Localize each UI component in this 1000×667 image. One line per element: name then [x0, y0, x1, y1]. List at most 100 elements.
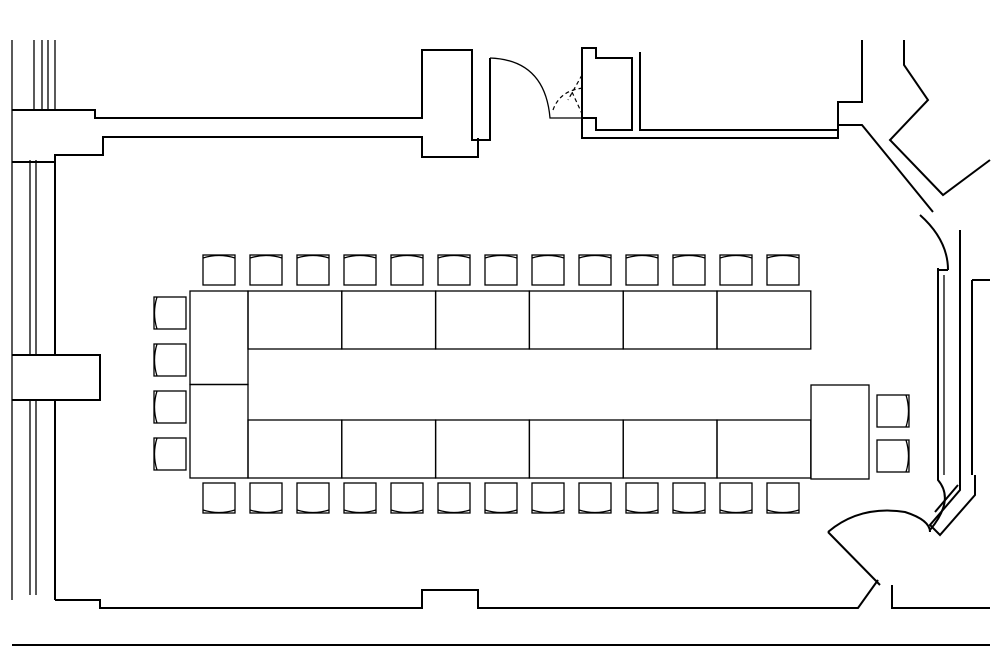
- chair-top-10-seat: [625, 254, 659, 286]
- chair-bottom-1-seat: [202, 482, 236, 514]
- chair-top-2-seat: [249, 254, 283, 286]
- table-top-5: [622, 290, 718, 350]
- chair-bottom-2: [249, 482, 283, 514]
- chair-bottom-13-seat: [766, 482, 800, 514]
- chair-top-1-back: [202, 254, 236, 259]
- chair-top-13: [766, 254, 800, 286]
- bottom-right-door-leaf: [827, 531, 881, 586]
- right-wall-arc: [919, 214, 949, 271]
- chair-bottom-10-back: [625, 509, 659, 514]
- chair-left-1-seat: [153, 296, 187, 330]
- chair-top-12-seat: [719, 254, 753, 286]
- bottom-wall-right: [891, 585, 990, 609]
- chair-bottom-9-back: [578, 509, 612, 514]
- top-door-swing: [489, 57, 582, 119]
- chair-bottom-10: [625, 482, 659, 514]
- room-walls: [11, 40, 991, 646]
- tables: [189, 290, 870, 480]
- chair-bottom-9-seat: [578, 482, 612, 514]
- chair-bottom-8: [531, 482, 565, 514]
- left-window-lower: [29, 160, 37, 595]
- chair-bottom-11-back: [672, 509, 706, 514]
- chair-bottom-6-seat: [437, 482, 471, 514]
- chair-bottom-6: [437, 482, 471, 514]
- table-top-2: [341, 290, 437, 350]
- table-head-2: [189, 383, 249, 479]
- chair-top-12: [719, 254, 753, 286]
- chair-top-7: [484, 254, 518, 286]
- chair-bottom-9: [578, 482, 612, 514]
- chair-top-1: [202, 254, 236, 286]
- chair-left-4: [153, 437, 187, 471]
- chair-top-8: [531, 254, 565, 286]
- table-top-4: [528, 290, 624, 350]
- chair-left-3-back: [153, 390, 158, 424]
- chair-top-13-back: [766, 254, 800, 259]
- chair-bottom-4: [343, 482, 377, 514]
- chair-left-3: [153, 390, 187, 424]
- chair-bottom-5-back: [390, 509, 424, 514]
- chair-top-9: [578, 254, 612, 286]
- chair-bottom-8-back: [531, 509, 565, 514]
- chair-left-4-back: [153, 437, 158, 471]
- chair-top-10-back: [625, 254, 659, 259]
- chair-top-4: [343, 254, 377, 286]
- chair-bottom-1: [202, 482, 236, 514]
- table-top-3: [434, 290, 531, 350]
- right-wall-inner: [929, 268, 948, 531]
- chair-top-3-seat: [296, 254, 330, 286]
- right-wall-far: [928, 230, 990, 537]
- chair-right-1-back: [905, 394, 910, 428]
- chair-top-6-back: [437, 254, 471, 259]
- chair-bottom-11: [672, 482, 706, 514]
- chair-right-1: [876, 394, 910, 428]
- chair-top-11-seat: [672, 254, 706, 286]
- chair-right-2: [876, 439, 910, 473]
- chair-left-1-back: [153, 296, 158, 330]
- chair-top-12-back: [719, 254, 753, 259]
- chair-top-3-back: [296, 254, 330, 259]
- chair-bottom-12-seat: [719, 482, 753, 514]
- chair-bottom-6-back: [437, 509, 471, 514]
- table-bottom-6: [716, 419, 812, 479]
- chair-left-2-seat: [153, 343, 187, 377]
- chair-top-13-seat: [766, 254, 800, 286]
- double-door-swing: [552, 74, 585, 119]
- bottom-right-door-swing: [827, 509, 931, 533]
- chair-bottom-2-seat: [249, 482, 283, 514]
- top-right-wall: [581, 47, 633, 131]
- table-bottom-5: [622, 419, 718, 479]
- table-bottom-1: [247, 419, 343, 479]
- chair-bottom-1-back: [202, 509, 236, 514]
- chair-bottom-3-back: [296, 509, 330, 514]
- chair-top-5: [390, 254, 424, 286]
- chair-bottom-8-seat: [531, 482, 565, 514]
- chair-top-11: [672, 254, 706, 286]
- chair-right-2-seat: [876, 439, 910, 473]
- chair-bottom-5-seat: [390, 482, 424, 514]
- left-wall: [11, 40, 56, 600]
- top-right-wall-2: [581, 118, 934, 213]
- chair-top-2: [249, 254, 283, 286]
- table-bottom-2: [341, 419, 437, 479]
- chair-bottom-13-back: [766, 509, 800, 514]
- chair-top-6: [437, 254, 471, 286]
- top-right-wall-4: [888, 40, 991, 197]
- inner-wall-top-left-2: [12, 136, 479, 163]
- chair-top-4-seat: [343, 254, 377, 286]
- chair-top-5-back: [390, 254, 424, 259]
- chair-top-2-back: [249, 254, 283, 259]
- chair-bottom-13: [766, 482, 800, 514]
- left-pier: [12, 354, 101, 401]
- chair-right-2-back: [905, 439, 910, 473]
- chair-right-1-seat: [876, 394, 910, 428]
- chair-top-9-seat: [578, 254, 612, 286]
- chair-left-2-back: [153, 343, 158, 377]
- chair-top-4-back: [343, 254, 377, 259]
- chair-bottom-12: [719, 482, 753, 514]
- chair-top-9-back: [578, 254, 612, 259]
- chair-top-6-seat: [437, 254, 471, 286]
- table-bottom-3: [434, 419, 531, 479]
- chair-top-11-back: [672, 254, 706, 259]
